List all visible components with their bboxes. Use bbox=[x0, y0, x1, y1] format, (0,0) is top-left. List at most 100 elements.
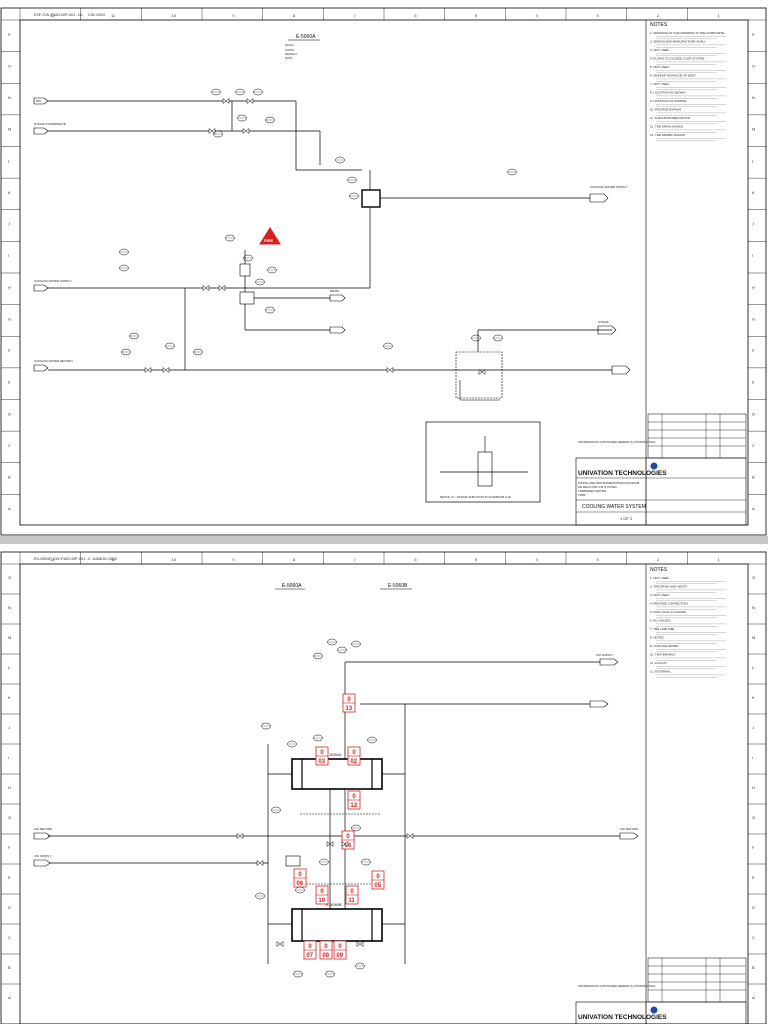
instrument-bubble bbox=[493, 334, 503, 342]
row-label: B bbox=[752, 965, 755, 970]
instrument-bubble bbox=[347, 176, 357, 184]
column-label: 3 bbox=[596, 557, 599, 562]
instrument-bubble bbox=[287, 740, 297, 748]
column-label: 1 bbox=[718, 13, 721, 18]
svg-text:02: 02 bbox=[350, 759, 357, 765]
instrument-bubble bbox=[119, 264, 129, 272]
note-line: 3. NOT USED bbox=[650, 48, 670, 52]
row-label: P bbox=[752, 32, 755, 37]
svg-text:0: 0 bbox=[352, 750, 356, 756]
svg-text:05: 05 bbox=[374, 883, 381, 889]
note-line: 2. DESIGN AND MANUFACTURE SHALL bbox=[650, 40, 706, 44]
row-label: G bbox=[752, 316, 755, 321]
drawing-sheet-2: E0-5504F-CW-P&ID-MP-001 -2 -UAM CW-1963 … bbox=[0, 544, 768, 1024]
instrument-bubble bbox=[119, 248, 129, 256]
svg-text:0: 0 bbox=[324, 944, 328, 950]
row-label: N bbox=[752, 605, 755, 610]
red-change-tags: 003002013012004006010011005007008009 bbox=[293, 693, 385, 960]
red-revision-tag: 008 bbox=[319, 940, 333, 960]
row-label: N bbox=[8, 605, 11, 610]
cw-supply-right-label: COOLING WATER SUPPLY bbox=[590, 185, 628, 189]
column-label: 7 bbox=[354, 557, 357, 562]
notes-title: NOTES bbox=[650, 567, 668, 573]
row-label: A bbox=[752, 995, 755, 1000]
row-label: E bbox=[8, 875, 11, 880]
cw-supply-top-label: CW SUPPLY bbox=[596, 653, 613, 657]
instrument-bubble bbox=[129, 332, 139, 340]
row-label: C bbox=[752, 935, 755, 940]
detail-a-box bbox=[425, 421, 541, 503]
instrument-bubble bbox=[235, 88, 245, 96]
note-line: 7. THE LINE SIZE bbox=[650, 627, 674, 631]
info-note: INFORMATION CONTAINED HEREIN IS CONFIDEN… bbox=[578, 984, 656, 988]
column-label: 11 bbox=[111, 557, 116, 562]
note-line: 8. NOTES bbox=[650, 636, 664, 640]
column-label: 9 bbox=[232, 13, 235, 18]
notes-title: NOTES bbox=[650, 22, 668, 28]
red-revision-tag: 009 bbox=[333, 940, 347, 960]
cw-return-right-label: CW RETURN bbox=[620, 827, 638, 831]
svg-text:STEAM CONDENSATE: STEAM CONDENSATE bbox=[34, 122, 66, 126]
row-label: I bbox=[752, 253, 753, 258]
note-line: 8. LOCATION AS SHOWN bbox=[650, 91, 685, 95]
instrument-bubble bbox=[313, 734, 323, 742]
svg-text:11: 11 bbox=[348, 898, 355, 904]
valve-icon bbox=[162, 366, 170, 374]
row-label: B bbox=[8, 965, 11, 970]
column-label: 2 bbox=[657, 557, 660, 562]
row-label: J bbox=[8, 222, 10, 227]
column-label: 8 bbox=[293, 13, 296, 18]
hazard-warning-icon: FIRE bbox=[259, 227, 281, 245]
red-revision-tag: 003 bbox=[315, 746, 329, 766]
column-label: 4 bbox=[536, 13, 539, 18]
sheet-2-drawing: E0-5504F-CW-P&ID-MP-001 -2 -UAM CW-1963 … bbox=[0, 551, 767, 1024]
row-label: H bbox=[752, 785, 755, 790]
svg-text:COOLING WATER RETURN: COOLING WATER RETURN bbox=[34, 359, 73, 363]
inlet-steam-condensate: STEAM CONDENSATE bbox=[33, 122, 232, 135]
row-label: G bbox=[752, 815, 755, 820]
row-label: B bbox=[752, 475, 755, 480]
svg-text:13: 13 bbox=[345, 706, 352, 712]
red-revision-tag: 012 bbox=[347, 790, 361, 810]
note-line: 6. MAKEUP DISTANCE OF BODY bbox=[650, 74, 696, 78]
svg-text:DW: DW bbox=[36, 99, 41, 103]
svg-text:DESIGN: DESIGN bbox=[285, 52, 297, 56]
steam-label: STEAM bbox=[598, 320, 609, 324]
column-label: 8 bbox=[293, 557, 296, 562]
svg-text:PCCG: PCCG bbox=[285, 43, 294, 47]
row-label: M bbox=[8, 127, 11, 132]
valve-icon bbox=[242, 127, 250, 135]
svg-text:CAPIA: CAPIA bbox=[285, 48, 294, 52]
header-left-text: E0-5504F-CW-P&ID-MP-001 -2 -UAM bbox=[34, 556, 102, 561]
valve-icon bbox=[218, 284, 226, 292]
inlet-cw-supply: COOLING WATER SUPPLY bbox=[33, 279, 370, 292]
note-line: 11. THE INSTRUMENTATION bbox=[650, 116, 690, 120]
sheet-1-drawing: E0F-CW-P&ID-MP-001 -1A CW-1963 123456789… bbox=[0, 7, 767, 536]
instrument-bubbles bbox=[119, 88, 517, 356]
note-line: 4. FLOWS TO CLOSED LOOP SYSTEM bbox=[650, 57, 705, 61]
note-line: 3. NOT USED bbox=[650, 593, 670, 597]
row-label: M bbox=[752, 127, 755, 132]
row-label: H bbox=[752, 285, 755, 290]
column-label: 10 bbox=[172, 557, 177, 562]
svg-text:TRIM: TRIM bbox=[578, 493, 586, 497]
red-revision-tag: 006 bbox=[293, 868, 307, 888]
title-block: UNIVATION TECHNOLOGIES bbox=[575, 1001, 747, 1024]
instrument-bubble bbox=[271, 806, 281, 814]
instrument-bubble bbox=[265, 116, 275, 124]
instrument-bubble bbox=[265, 306, 275, 314]
instrument-bubble bbox=[361, 858, 371, 866]
svg-text:06: 06 bbox=[296, 881, 303, 887]
exchanger-e5060b: E-5060B bbox=[291, 902, 383, 942]
note-line: 10. TWO BRANCH bbox=[650, 653, 675, 657]
row-label: D bbox=[752, 411, 755, 416]
note-line: 2. THE DRAIN AND VENTS bbox=[650, 585, 687, 589]
instrument-bubbles bbox=[255, 638, 377, 978]
row-label: F bbox=[8, 348, 11, 353]
note-line: 9. LOCATION OF SAMPLE bbox=[650, 99, 686, 103]
